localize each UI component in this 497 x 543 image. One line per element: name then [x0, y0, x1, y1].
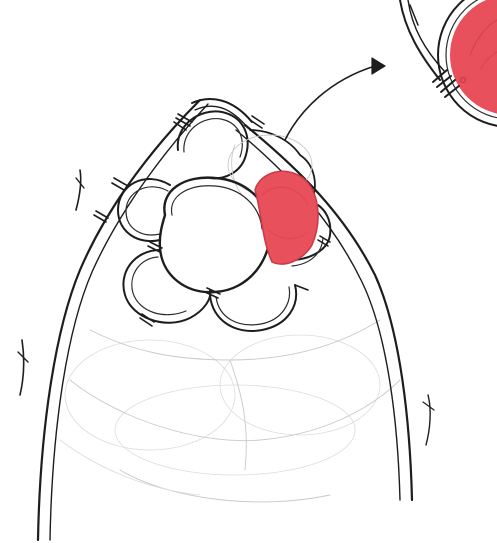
pencil-underdrawing	[60, 320, 400, 502]
detail-callout-icon	[400, 0, 497, 127]
pointer-arrow-icon	[285, 58, 385, 140]
highlighted-petal	[255, 171, 318, 264]
highlighted-petal-fill	[255, 171, 318, 264]
